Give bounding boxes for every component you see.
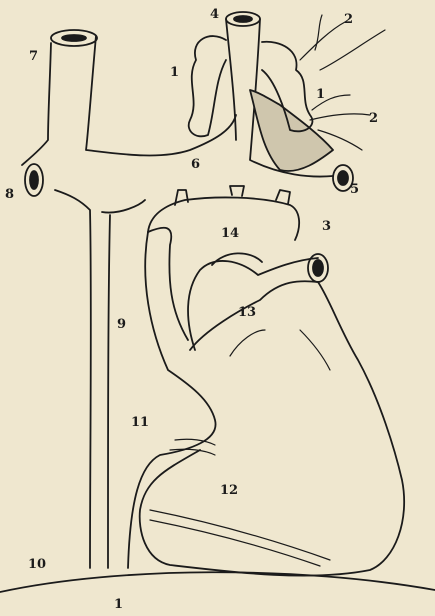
label-10: 10 (28, 558, 46, 571)
label-3: 3 (322, 220, 331, 233)
label-2-top: 2 (344, 13, 353, 26)
label-6: 6 (191, 158, 200, 171)
label-13: 13 (238, 306, 256, 319)
diaphragm-line (0, 572, 435, 592)
label-5: 5 (350, 183, 359, 196)
left-vein (22, 30, 236, 568)
vessel-9-11 (128, 232, 216, 568)
label-14: 14 (221, 227, 239, 240)
heart-12 (140, 281, 404, 575)
label-4: 4 (210, 8, 219, 21)
label-2-right: 2 (369, 112, 378, 125)
label-9: 9 (117, 318, 126, 331)
label-1-left: 1 (170, 66, 179, 79)
label-11: 11 (131, 416, 149, 429)
label-1-right: 1 (316, 88, 325, 101)
label-7: 7 (29, 50, 38, 63)
label-1-bottom: 1 (114, 598, 123, 611)
label-8: 8 (5, 188, 14, 201)
label-12: 12 (220, 484, 238, 497)
lymph-glands-left (189, 36, 226, 136)
